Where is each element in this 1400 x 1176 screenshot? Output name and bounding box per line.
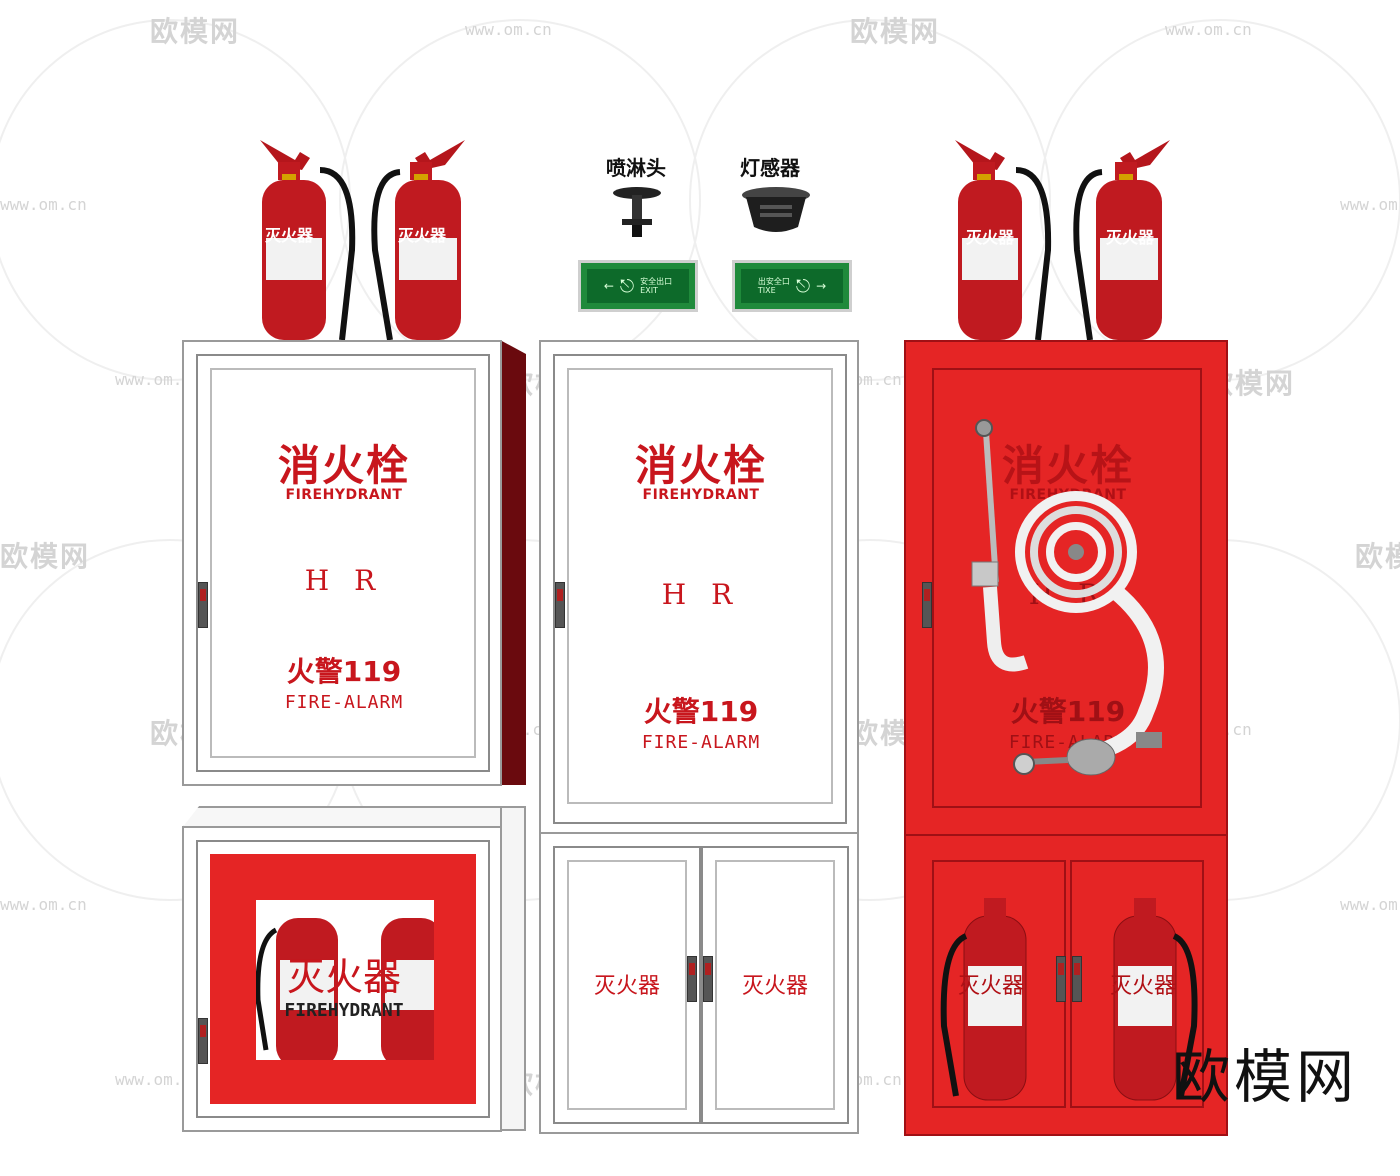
exit-text-cn: 出安全口 bbox=[757, 277, 790, 286]
watermark-url: www.om.cn bbox=[0, 195, 87, 214]
red-lower-cabinet: 灭火器 灭火器 bbox=[904, 834, 1228, 1136]
box-title-cn: 灭火器 bbox=[286, 955, 401, 999]
extinguisher-label: 灭火器 bbox=[265, 226, 314, 245]
extinguisher-label: 灭火器 bbox=[1106, 228, 1155, 247]
cabinet-handle[interactable] bbox=[555, 582, 565, 628]
lower-handle-left[interactable] bbox=[687, 956, 697, 1002]
brand-logo: 欧模网 bbox=[1172, 1043, 1359, 1111]
exit-text-en: TIXE bbox=[757, 286, 776, 295]
arrow-right-icon: → bbox=[816, 279, 827, 293]
cabinet-door-glass bbox=[567, 368, 833, 804]
red-door-frame bbox=[932, 368, 1202, 808]
smoke-detector-label: 灯感器 bbox=[740, 156, 800, 180]
running-man-icon: ⎋ bbox=[619, 275, 635, 297]
hydrant-title-cn: 消火栓 bbox=[277, 441, 410, 490]
extinguishers-in-box bbox=[256, 918, 434, 1060]
extinguisher-label: 灭火器 bbox=[958, 974, 1025, 999]
hydrant-cabinet-red: 消火栓 FIREHYDRANT H R 火警119 FIRE-ALARM bbox=[904, 340, 1228, 836]
box-handle[interactable] bbox=[198, 1018, 208, 1064]
alarm-en: FIRE-ALARM bbox=[284, 692, 404, 713]
box-window bbox=[256, 900, 434, 1060]
lower-cabinet-white: 灭火器 灭火器 bbox=[539, 832, 859, 1134]
lower-label-left: 灭火器 bbox=[593, 974, 660, 999]
watermark-brand: 欧模网 bbox=[850, 15, 941, 48]
hose-reel bbox=[971, 419, 1164, 776]
red-lower-door-right bbox=[1070, 860, 1204, 1108]
hydrant-title-cn: 消火栓 bbox=[634, 441, 767, 490]
hydrant-code: H R bbox=[304, 564, 384, 597]
watermark-url: www.om.cn bbox=[1340, 195, 1400, 214]
red-cabinet-handle[interactable] bbox=[922, 582, 932, 628]
extinguisher-label: 灭火器 bbox=[398, 226, 447, 245]
watermark-url: www.om.cn bbox=[0, 895, 87, 914]
watermark-brand: 欧模网 bbox=[0, 540, 91, 573]
lower-door-right-inner bbox=[715, 860, 835, 1110]
red-lower-handle-right[interactable] bbox=[1072, 956, 1082, 1002]
extinguisher-label: 灭火器 bbox=[1110, 974, 1177, 999]
arrow-left-icon: ← bbox=[603, 279, 614, 293]
alarm-cn: 火警119 bbox=[643, 695, 759, 728]
cabinet-door-glass bbox=[210, 368, 476, 758]
exit-text-en: EXIT bbox=[640, 286, 658, 295]
extinguisher-label: 灭火器 bbox=[966, 228, 1015, 247]
alarm-en: FIRE-ALARM bbox=[641, 732, 761, 753]
extinguishers-in-red-cabinet bbox=[940, 898, 1198, 1101]
exit-text-cn: 安全出口 bbox=[640, 277, 673, 286]
alarm-cn: 火警119 bbox=[286, 655, 402, 688]
hydrant-title-cn: 消火栓 bbox=[1001, 441, 1134, 490]
watermark-url: www.om.cn bbox=[115, 1070, 202, 1089]
watermark-url: www.om.cn bbox=[465, 20, 552, 39]
hydrant-title-en: FIREHYDRANT bbox=[642, 487, 760, 503]
hydrant-cabinet-white: 消火栓 FIREHYDRANT H R 火警119 FIRE-ALARM bbox=[182, 340, 502, 786]
cabinet-handle[interactable] bbox=[198, 582, 208, 628]
sprinkler-head-icon bbox=[613, 187, 661, 237]
fire-extinguisher-pair-right bbox=[955, 140, 1170, 341]
lower-handle-right[interactable] bbox=[703, 956, 713, 1002]
smoke-detector-icon bbox=[742, 187, 810, 232]
red-lower-handle-left[interactable] bbox=[1056, 956, 1066, 1002]
watermark-url: www.om.cn bbox=[115, 370, 202, 389]
watermark-url: www.om.cn bbox=[1340, 895, 1400, 914]
box-title-en: FIREHYDRANT bbox=[284, 1000, 404, 1021]
exit-sign-right: 出安全口 TIXE ⎋ → bbox=[732, 260, 852, 312]
lower-door-right bbox=[701, 846, 849, 1124]
cabinet-door-frame bbox=[553, 354, 847, 824]
cabinet-side-panel bbox=[500, 340, 526, 785]
cabinet-door-frame bbox=[196, 354, 490, 772]
fire-extinguisher-pair-left bbox=[260, 140, 465, 341]
lower-door-left bbox=[553, 846, 701, 1124]
box-door-frame bbox=[196, 840, 490, 1118]
sprinkler-label: 喷淋头 bbox=[606, 156, 666, 180]
running-man-icon: ⎋ bbox=[795, 275, 811, 297]
hydrant-cabinet-tall-white: 消火栓 FIREHYDRANT H R 火警119 FIRE-ALARM bbox=[539, 340, 859, 834]
hydrant-code: H R bbox=[661, 578, 741, 611]
exit-sign-left: ← ⎋ 安全出口 EXIT bbox=[578, 260, 698, 312]
watermark-url: www.om.cn bbox=[1165, 20, 1252, 39]
extinguisher-box-top bbox=[182, 806, 524, 828]
watermark-brand: 欧模网 bbox=[1355, 540, 1400, 573]
hydrant-title-en: FIREHYDRANT bbox=[285, 487, 403, 503]
lower-door-left-inner bbox=[567, 860, 687, 1110]
extinguisher-box: 灭火器 FIREHYDRANT bbox=[182, 826, 502, 1132]
lower-label-right: 灭火器 bbox=[741, 974, 808, 999]
watermark-brand: 欧模网 bbox=[150, 15, 241, 48]
alarm-cn: 火警119 bbox=[1010, 695, 1126, 728]
